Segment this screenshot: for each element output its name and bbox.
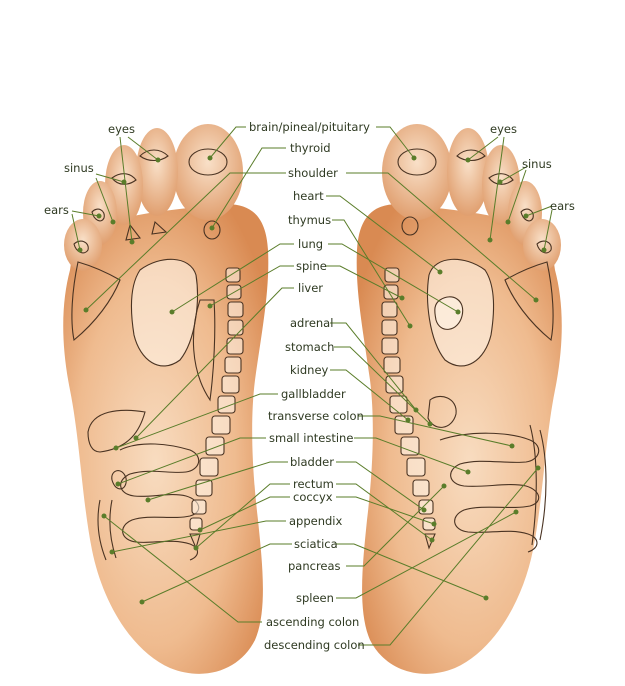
label-ears-left: ears xyxy=(44,203,69,217)
label-pancreas: pancreas xyxy=(288,559,341,573)
label-kidney: kidney xyxy=(290,363,329,377)
label-heart: heart xyxy=(293,189,324,203)
label-liver: liver xyxy=(298,281,323,295)
label-thymus: thymus xyxy=(288,213,331,227)
label-spleen: spleen xyxy=(296,591,334,605)
label-adrenal: adrenal xyxy=(290,316,333,330)
label-rectum: rectum xyxy=(293,477,334,491)
label-lung: lung xyxy=(298,237,323,251)
label-brain: brain/pineal/pituitary xyxy=(249,120,370,134)
label-bladder: bladder xyxy=(290,455,334,469)
left-toe-2 xyxy=(136,128,178,216)
label-sinus-left: sinus xyxy=(64,161,94,175)
label-eyes-left: eyes xyxy=(108,122,135,136)
label-ears-right: ears xyxy=(550,199,575,213)
right-foot xyxy=(357,124,562,674)
label-shoulder: shoulder xyxy=(288,166,338,180)
label-ascending-colon: ascending colon xyxy=(266,615,359,629)
right-toe-2 xyxy=(447,128,489,216)
label-eyes-right: eyes xyxy=(490,122,517,136)
label-spine: spine xyxy=(296,259,327,273)
label-sinus-right: sinus xyxy=(522,157,552,171)
label-descending-colon: descending colon xyxy=(264,638,365,652)
left-toe-big xyxy=(173,124,243,220)
label-small-intestine: small intestine xyxy=(269,431,353,445)
label-stomach: stomach xyxy=(285,340,334,354)
label-appendix: appendix xyxy=(289,514,343,528)
label-coccyx: coccyx xyxy=(293,490,333,504)
label-gallbladder: gallbladder xyxy=(281,387,346,401)
right-toe-big xyxy=(382,124,452,220)
label-sciatica: sciatica xyxy=(294,537,338,551)
label-thyroid: thyroid xyxy=(290,141,331,155)
label-transverse-colon: transverse colon xyxy=(268,409,364,423)
